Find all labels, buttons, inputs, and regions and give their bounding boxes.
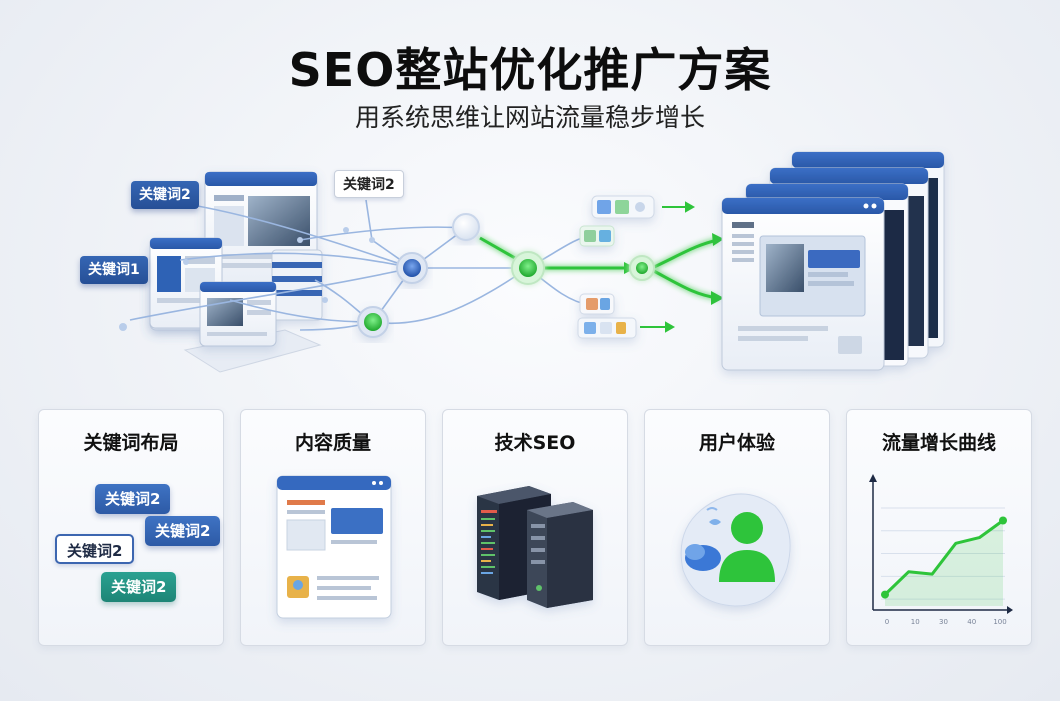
card-user-experience: 用户体验	[644, 409, 830, 646]
chart-axes	[869, 474, 1013, 614]
card-title: 内容质量	[294, 432, 371, 454]
x-tick-labels: 0 10 30 40 100	[885, 618, 1007, 626]
network-node-blue	[396, 252, 428, 284]
growth-chart-icon: 0 10 30 40 100	[869, 474, 1013, 626]
x-tick-label: 40	[967, 618, 976, 626]
keyword-tag: 关键词2	[55, 534, 135, 564]
card-title: 流量增长曲线	[881, 432, 996, 454]
hero-keyword-tag-left: 关键词1	[80, 256, 148, 284]
x-tick-label: 100	[993, 618, 1006, 626]
hero-illustration	[119, 151, 945, 373]
growth-area	[885, 520, 1003, 606]
network-node-white	[452, 213, 480, 241]
keyword-tag: 关键词2	[101, 572, 177, 602]
content-chips	[577, 195, 655, 339]
card-content-quality: 内容质量	[240, 409, 426, 646]
right-website-windows	[721, 151, 945, 371]
hero-keyword-tag-callout: 关键词2	[334, 170, 404, 198]
webpage-content-icon	[276, 475, 392, 619]
keyword-tag: 关键词2	[145, 516, 221, 546]
x-tick-label: 10	[911, 618, 920, 626]
network-node-green-left	[357, 306, 389, 338]
hero-keyword-tag-top: 关键词2	[131, 181, 199, 209]
card-title: 用户体验	[698, 432, 775, 454]
page-title: SEO整站优化推广方案	[288, 43, 772, 97]
growth-line	[883, 519, 1004, 596]
card-traffic-growth: 流量增长曲线 0 10 30 40 100	[846, 409, 1032, 646]
card-title: 关键词布局	[83, 432, 179, 454]
x-tick-label: 0	[885, 618, 889, 626]
card-title: 技术SEO	[494, 432, 576, 454]
growth-point	[881, 590, 889, 599]
network-node-green-center	[511, 251, 545, 285]
server-icon	[477, 486, 593, 608]
small-arrows	[640, 201, 696, 333]
chart-grid	[881, 507, 1005, 600]
network-node-green-right	[629, 255, 655, 281]
keyword-tag: 关键词2	[95, 484, 171, 514]
card-technical-seo: 技术SEO	[442, 409, 628, 646]
growth-point	[999, 516, 1007, 525]
x-tick-label: 30	[939, 618, 948, 626]
network-dots	[119, 227, 375, 331]
page-subtitle: 用系统思维让网站流量稳步增长	[354, 103, 705, 132]
card-keyword-layout: 关键词布局 关键词2 关键词2 关键词2 关键词2	[38, 409, 224, 646]
user-icon	[680, 493, 791, 607]
growth-points	[881, 516, 1007, 599]
